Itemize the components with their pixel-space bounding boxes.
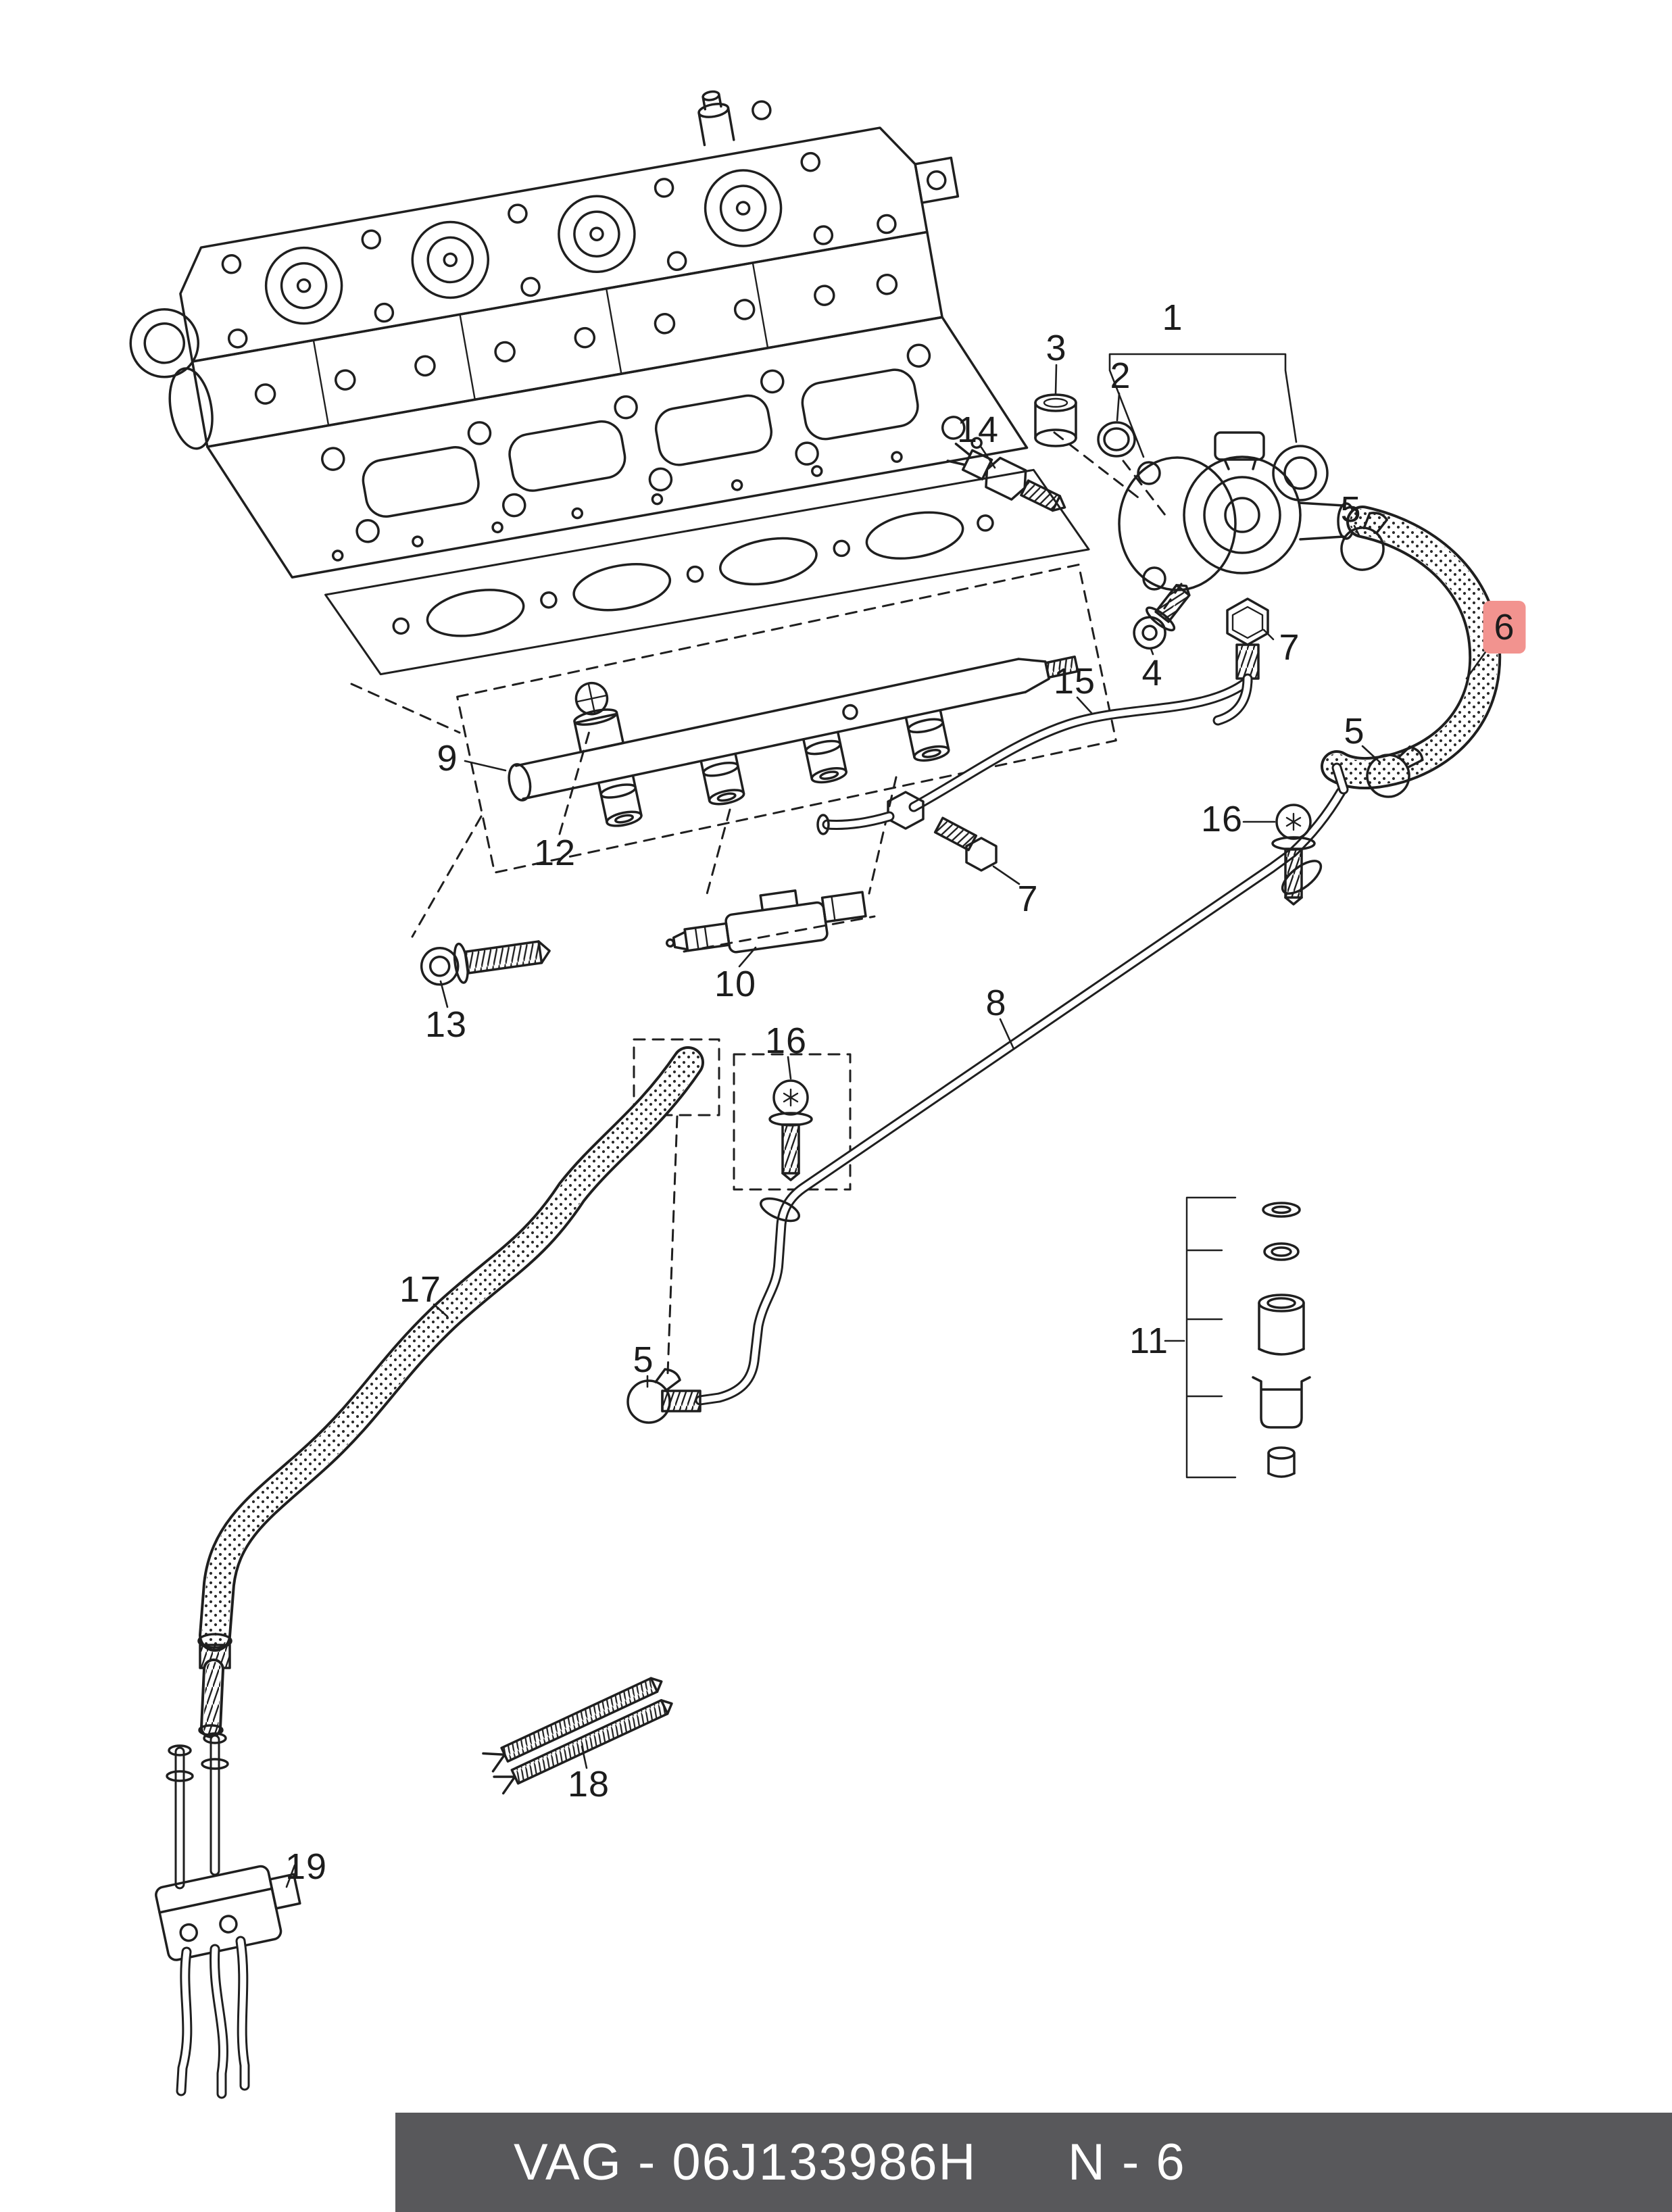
hose-17-drawing [197,1046,704,1738]
connector-19-drawing [155,1732,301,2099]
footer-part-number: VAG - 06J133986H [514,2134,977,2191]
bushing-3-drawing [1034,393,1077,447]
screw-4-drawing [1133,584,1191,650]
hose-6-drawing [1321,506,1502,795]
fuel-pump-drawing [1118,431,1379,726]
injector-10-drawing [665,889,867,954]
construction-lines [350,431,1183,1375]
footer-page-number: N - 6 [1068,2134,1186,2191]
callout-leaders [285,353,1488,1888]
bolt-13-drawing [420,940,551,986]
seal-2-drawing [1097,421,1136,458]
fuel-line-8-drawing [661,787,1346,1412]
part-18-drawing [482,1677,673,1795]
screw-16a-drawing [1271,804,1316,906]
screw-16b-drawing [768,1079,813,1181]
fuel-rail-drawing [456,564,1117,874]
cylinder-head-drawing [129,90,1090,676]
sensor-14-drawing [946,442,1066,512]
footer-bar: VAG - 06J133986H N - 6 [395,2113,1672,2212]
injector-seal-kit-drawing [1185,1196,1311,1479]
fuel-line-15-drawing [816,676,1253,872]
